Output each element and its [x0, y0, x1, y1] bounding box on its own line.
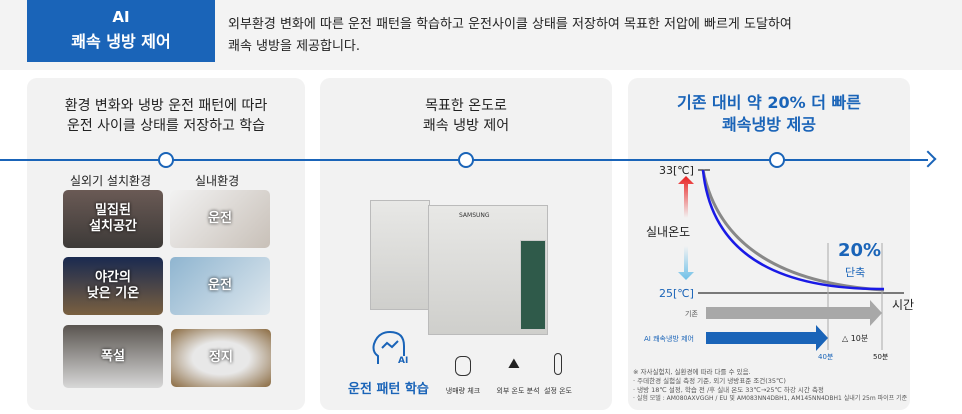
tile-indoor-run: 운전 — [170, 190, 270, 248]
indoor-label: 실내환경 — [195, 174, 240, 188]
tile-night-temp: 야간의 낮은 기온 — [63, 257, 163, 315]
footnote: ※ 자사실험치, 실환경에 따라 다를 수 있음. — [633, 368, 751, 376]
ai-control-label: AI 쾌속냉방 제어 — [644, 335, 694, 343]
tile-indoor-stop: 정지 — [171, 329, 271, 387]
timeline-node — [458, 152, 474, 168]
tile-indoor-run-2: 운전 — [170, 257, 270, 315]
fan-grille — [520, 240, 546, 330]
y-top-label: 33[℃] — [659, 164, 694, 177]
badge-line1: AI — [112, 8, 130, 26]
ai-curve — [701, 169, 885, 291]
legacy-arrow — [706, 300, 882, 326]
outdoor-temp-icon: ⛰ — [508, 356, 520, 372]
reduction-label: 단축 — [845, 266, 866, 279]
temp-up-arrow-icon — [678, 176, 694, 218]
description-line: 쾌속 냉방을 제공합니다. — [228, 39, 360, 54]
description-line: 외부환경 변화에 따른 운전 패턴을 학습하고 운전사이클 상태를 저장하여 목… — [228, 17, 792, 32]
y-bottom-label: 25[℃] — [659, 287, 694, 300]
timeline-node — [769, 152, 785, 168]
footnote: · 주데한경 실험실 측정 기준, 외기 냉방표준 조건(35℃) — [633, 377, 786, 385]
ai-head-icon — [372, 330, 405, 364]
icon-label: 냉매량 체크 — [445, 387, 481, 395]
outdoor-label: 실외기 설치환경 — [70, 174, 152, 188]
learning-label: 운전 패턴 학습 — [348, 382, 429, 397]
thermometer-icon — [554, 353, 562, 375]
reduction-value: 20% — [838, 240, 882, 261]
icon-label: 외부 온도 분석 — [496, 387, 540, 395]
footnote: · 냉방 18℃ 설정, 학습 전 /후 실내 온도 33℃→25℃ 하강 시간… — [633, 386, 824, 394]
x-axis-label: 시간 — [892, 298, 915, 312]
icon-label: 설정 온도 — [544, 387, 572, 395]
temp-down-arrow-icon — [678, 246, 694, 280]
tile-heavy-snow: 폭설 — [63, 325, 163, 388]
banner-description: 외부환경 변화에 따른 운전 패턴을 학습하고 운전사이클 상태를 저장하여 목… — [228, 14, 792, 58]
delta-label: △ 10분 — [842, 334, 869, 343]
time-ai-label: 40분 — [818, 353, 834, 361]
timeline-node — [158, 152, 174, 168]
footnote: · 실험 모델 : AM080AXVGGH / EU 및 AM083NN4DBH… — [633, 395, 908, 402]
ai-label: AI — [398, 356, 409, 366]
outdoor-unit-image — [370, 200, 430, 310]
tile-dense-install: 밀집된 설치공간 — [63, 190, 163, 248]
time-legacy-label: 50분 — [873, 353, 889, 361]
legacy-curve — [701, 169, 885, 292]
refrigerant-gauge-icon — [455, 356, 471, 376]
cooling-chart — [678, 169, 904, 351]
legacy-label: 기존 — [685, 310, 698, 318]
brand-logo: SAMSUNG — [459, 212, 490, 219]
badge-line2: 쾌속 냉방 제어 — [71, 32, 171, 51]
ai-arrow — [706, 325, 828, 351]
y-axis-label: 실내온도 — [646, 225, 691, 239]
top-banner: AI 쾌속 냉방 제어 외부환경 변화에 따른 운전 패턴을 학습하고 운전사이… — [0, 0, 962, 70]
ai-badge: AI 쾌속 냉방 제어 — [27, 0, 215, 62]
